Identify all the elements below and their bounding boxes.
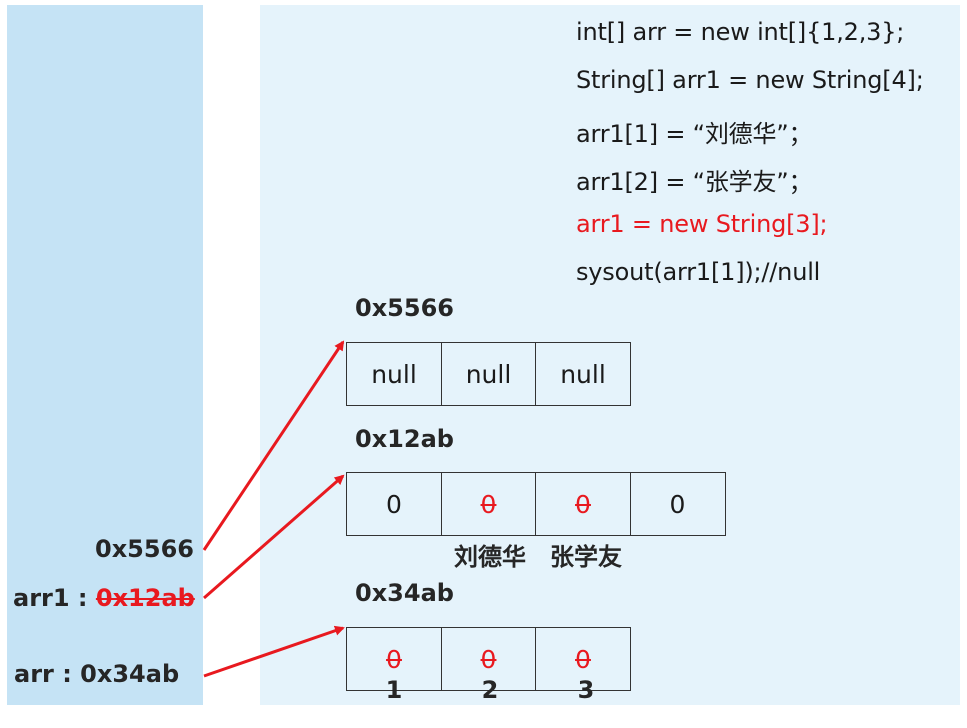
cell-value-label: 刘德华 — [454, 543, 526, 571]
cell-value-label: 2 — [481, 676, 499, 704]
stack-new-reference: 0x5566 — [95, 535, 194, 563]
stack-panel — [7, 5, 203, 705]
cell-value-label: 张学友 — [550, 543, 622, 571]
code-line-3: arr1[1] = “刘德华”； — [576, 120, 813, 148]
cell-value-label: 1 — [385, 676, 403, 704]
code-line-1: int[] arr = new int[]{1,2,3}; — [576, 18, 905, 46]
array-cell: 0 — [629, 472, 726, 536]
heap-array-0x34ab: 0 0 0 — [346, 627, 631, 691]
array-cell-overwritten: 0 — [346, 627, 442, 691]
heap-address-0x5566: 0x5566 — [355, 294, 454, 322]
array-cell: 0 — [346, 472, 442, 536]
array-cell-overwritten: 0 — [440, 472, 537, 536]
array-cell-overwritten: 0 — [440, 627, 537, 691]
code-line-2: String[] arr1 = new String[4]; — [576, 66, 924, 94]
arrow-arr-to-0x34ab — [203, 625, 345, 678]
stack-old-reference: 0x12ab — [95, 584, 195, 612]
code-line-6: sysout(arr1[1]);//null — [576, 258, 821, 286]
heap-array-0x12ab: 0 0 0 0 — [346, 472, 726, 536]
stack-var-arr1: arr1 : 0x12ab — [13, 584, 195, 612]
heap-array-0x5566: null null null — [346, 342, 631, 406]
array-cell-overwritten: 0 — [535, 472, 631, 536]
code-line-4: arr1[2] = “张学友”； — [576, 168, 813, 196]
code-line-5: arr1 = new String[3]; — [576, 210, 828, 238]
arrow-arr1-to-0x12ab — [203, 474, 345, 600]
array-cell: null — [535, 342, 631, 406]
stack-var-arr: arr : 0x34ab — [14, 660, 180, 688]
heap-address-0x34ab: 0x34ab — [355, 579, 454, 607]
cell-value-label: 3 — [577, 676, 595, 704]
arrow-new-ref-to-0x5566 — [202, 340, 345, 551]
array-cell-overwritten: 0 — [535, 627, 631, 691]
heap-address-0x12ab: 0x12ab — [355, 425, 454, 453]
